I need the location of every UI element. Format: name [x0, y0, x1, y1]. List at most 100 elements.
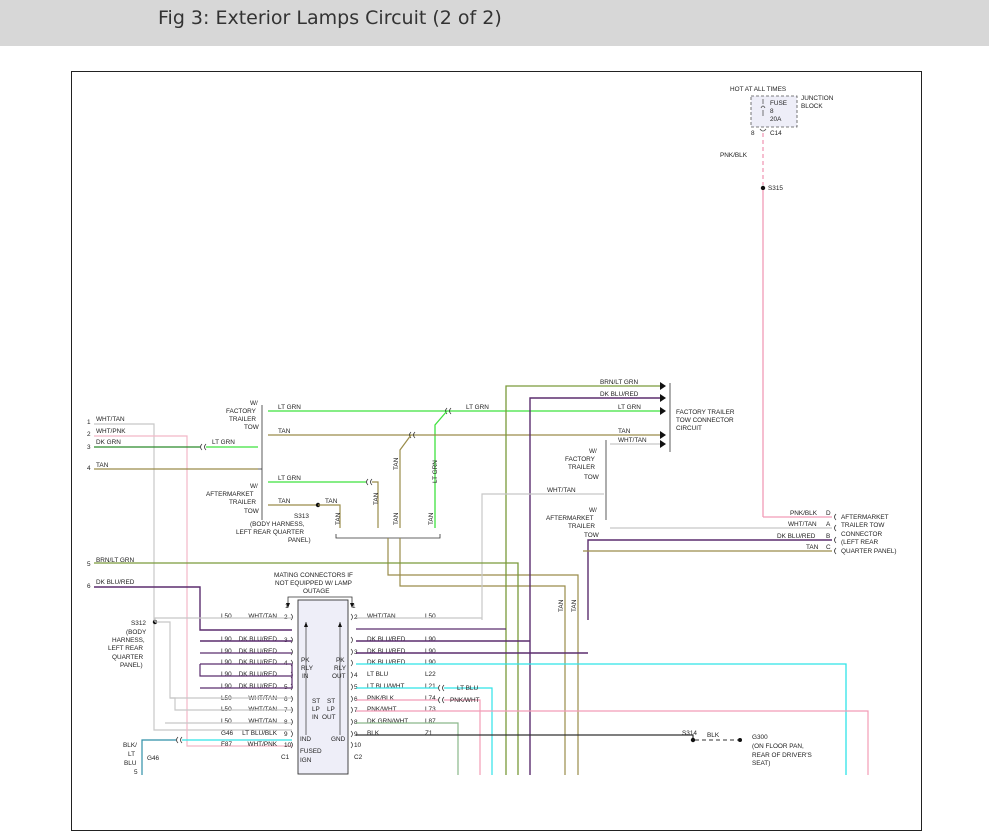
splice-label-s315: S315: [768, 185, 783, 192]
jb-connector-label: C14: [770, 130, 782, 137]
module-rly-out: RLY: [334, 665, 347, 672]
module-st-in-label: IN: [312, 714, 319, 721]
w-aft-right-trailer: TRAILER: [568, 523, 595, 530]
module-right-wire-4: LT BLU: [367, 671, 388, 678]
module-c2: C2: [354, 754, 363, 761]
aft-conn-wire-d: PNK/BLK: [790, 510, 818, 517]
inline-connector-icon: [445, 407, 452, 415]
left-wire-label-2: WHT/PNK: [96, 428, 126, 435]
module-right-circuit-1: L90: [425, 636, 436, 643]
module-left-chevron-icon: [290, 695, 293, 703]
splice-label-s314: S314: [682, 730, 697, 737]
module-left-circuit-5: L90: [221, 683, 232, 690]
wire-tan-s313-down: [318, 504, 341, 528]
w-aft-label-tow: TOW: [244, 508, 260, 515]
module-st-in: ST: [312, 698, 320, 705]
s313-desc-1: (BODY HARNESS,: [250, 521, 305, 528]
w-aft-label-w: W/: [250, 483, 258, 490]
module-right-circuit-4: L22: [425, 671, 436, 678]
wire-label-tan-vertical-5: TAN: [428, 512, 435, 525]
module-left-chevron-icon: [290, 730, 293, 738]
fuse-symbol-icon: [760, 99, 766, 116]
module-c1: C1: [281, 754, 290, 761]
bottom-left-wire-3: BLU: [124, 760, 137, 767]
aft-conn-wire-b: DK BLU/RED: [777, 533, 816, 540]
module-right-circuit-8: L87: [425, 718, 436, 725]
wire-label-brn-lt-grn-top: BRN/LT GRN: [600, 379, 638, 386]
left-harness: 1 WHT/TAN 2 WHT/PNK 3 DK GRN 4 TAN 5 BRN…: [87, 416, 135, 590]
module-pin-1-left: 1: [285, 603, 289, 610]
w-factory-right-w: W/: [589, 448, 597, 455]
module-left-chevron-icon: [290, 718, 293, 726]
module-left-wire-10: WHT/PNK: [248, 741, 278, 748]
w-factory-right-trailer: TRAILER: [568, 464, 595, 471]
module-right-wire-9: BLK: [367, 730, 380, 737]
module-rly-in: RLY: [301, 665, 314, 672]
w-factory-label-trailer: TRAILER: [229, 416, 256, 423]
wire-label-wht-tan-mid: WHT/TAN: [547, 487, 576, 494]
left-pin-1: 1: [87, 419, 91, 426]
s312-desc-3: LEFT REAR: [108, 645, 143, 652]
arrow-icon: [338, 622, 342, 627]
left-pin-5: 5: [87, 561, 91, 568]
inline-connector-icon: [200, 443, 207, 451]
s312-desc-5: PANEL): [120, 662, 143, 669]
inline-connector-icon: [176, 736, 183, 744]
wire-wht-tan-s312-2: [154, 617, 292, 622]
module-fused: FUSED: [300, 748, 322, 755]
wire-dk-blu-red-aft-conn: [587, 539, 832, 620]
wire-tan-to-bottom: [387, 538, 579, 775]
module-right-chevron-icon: [350, 683, 353, 691]
mating-label-1: MATING CONNECTORS IF: [274, 572, 353, 579]
arrow-icon: [660, 394, 666, 402]
bottom-left-wire-2: LT: [128, 751, 135, 758]
inline-connector-icon: [438, 696, 445, 704]
arrow-icon: [660, 407, 666, 415]
factory-connector-label-2: TOW CONNECTOR: [676, 417, 734, 424]
wire-label-lt-grn-aft: LT GRN: [278, 475, 301, 482]
module-right-wire-3: DK BLU/RED: [367, 659, 406, 666]
arrow-icon: [304, 622, 308, 627]
wire-label-lt-grn-factory: LT GRN: [278, 404, 301, 411]
module-right-wire-2: DK BLU/RED: [367, 648, 406, 655]
module-left-wire-5: DK BLU/RED: [239, 683, 278, 690]
inline-connector-icon: [366, 478, 373, 486]
wire-label-lt-grn-vertical: LT GRN: [432, 460, 439, 483]
page-title: Fig 3: Exterior Lamps Circuit (2 of 2): [158, 7, 502, 29]
block-label: BLOCK: [801, 103, 823, 110]
module-left-circuit-4: L90: [221, 671, 232, 678]
aft-conn-desc-4: (LEFT REAR: [841, 539, 879, 546]
left-wire-label-6: DK BLU/RED: [96, 579, 135, 586]
aft-conn-wire-a: WHT/TAN: [788, 521, 817, 528]
wire-label-tan-vertical-7: TAN: [571, 599, 578, 612]
inline-connector-icon: [438, 684, 445, 692]
left-pin-6: 6: [87, 583, 91, 590]
module-right-wire-8: DK GRN/WHT: [367, 718, 408, 725]
w-aft-right-w: W/: [589, 507, 597, 514]
module-ign: IGN: [300, 757, 312, 764]
inline-connector-icon: [409, 431, 416, 439]
wire-wht-tan-s312-6: [155, 621, 292, 699]
g300-desc-1: (ON FLOOR PAN,: [752, 743, 804, 750]
arrow-icon: [660, 382, 666, 390]
junction-label: JUNCTION: [801, 95, 834, 102]
module-right-pin-4: 4: [354, 672, 358, 679]
module-right-wire-6: PNK/BLK: [367, 695, 395, 702]
left-wire-label-5: BRN/LT GRN: [96, 557, 134, 564]
arrow-icon: [660, 440, 666, 448]
module-right-chevron-icon: [350, 648, 353, 656]
module-left-pin-9: 9: [284, 731, 288, 738]
module-gnd: GND: [331, 736, 346, 743]
wire-brn-lt-grn-5: [94, 562, 519, 775]
left-wire-label-4: TAN: [96, 462, 109, 469]
wire-label-tan-vertical-1: TAN: [393, 457, 400, 470]
wire-wht-tan-s312-7: [170, 697, 292, 711]
s312-desc-2: HARNESS,: [112, 637, 145, 644]
diagram-frame: [71, 71, 922, 831]
module-lp-out: LP: [327, 706, 335, 713]
module-right-wire-0: WHT/TAN: [367, 613, 396, 620]
mating-brace: [287, 596, 353, 605]
module-lp-in: LP: [312, 706, 320, 713]
factory-connector-label-1: FACTORY TRAILER: [676, 409, 735, 416]
module-left-wire-1: DK BLU/RED: [239, 636, 278, 643]
